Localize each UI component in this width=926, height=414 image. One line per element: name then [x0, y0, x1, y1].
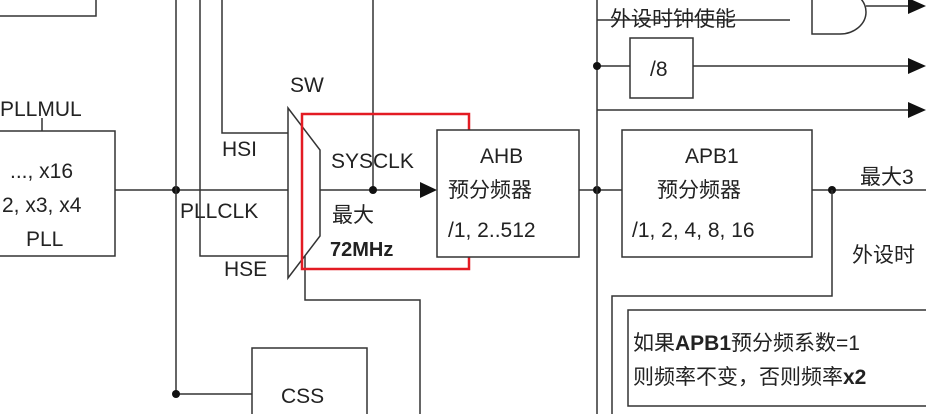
ahb-prescaler-box	[436, 129, 580, 258]
sysclk-max-label: 最大	[332, 204, 374, 227]
apb1-label: APB1	[685, 145, 739, 168]
css-junction	[172, 390, 180, 398]
ahb-divider-range: /1, 2..512	[448, 219, 536, 242]
peripheral-clock-enable-label: 外设时钟使能	[610, 8, 736, 31]
note-line-1-post: 预分频系数=1	[731, 332, 860, 355]
pllclk-label: PLLCLK	[180, 200, 258, 223]
apb1-timer-wire	[611, 190, 833, 414]
apb1-max-label: 最大3	[860, 166, 914, 189]
note-line-1: 如果APB1预分频系数=1	[633, 332, 860, 355]
apb1-prescaler-label: 预分频器	[657, 179, 741, 202]
div8-label: /8	[650, 58, 668, 81]
top-left-box-edge	[0, 0, 97, 17]
hsi-label: HSI	[222, 138, 257, 161]
sw-label: SW	[290, 74, 324, 97]
note-line-2: 则频率不变，否则频率x2	[633, 366, 866, 389]
sysclk-junction	[369, 186, 377, 194]
pllmul-label: PLLMUL	[0, 98, 82, 121]
div8-junction	[593, 62, 601, 70]
note-line-1-bold: APB1	[675, 332, 731, 355]
peripheral-time-label: 外设时	[852, 244, 915, 267]
sysclk-arrow	[420, 182, 437, 198]
pll-multiplier-values: 2, x3, x4	[2, 194, 82, 217]
apb1-divider-range: /1, 2, 4, 8, 16	[632, 219, 755, 242]
ahb-prescaler-label: 预分频器	[448, 179, 532, 202]
and-gate	[811, 0, 867, 35]
and-gate-output-arrow	[908, 0, 926, 14]
note-line-2-bold: x2	[843, 366, 866, 389]
pll-box	[0, 130, 116, 257]
mux-to-css-wire	[304, 256, 421, 414]
pll-label: PLL	[26, 228, 63, 251]
div8-output-arrow	[908, 58, 926, 74]
css-label: CSS	[281, 385, 324, 408]
pll-multiplier-range: ..., x16	[10, 160, 73, 183]
apb1-prescaler-box	[621, 129, 813, 258]
ahb-label: AHB	[480, 145, 523, 168]
hse-label: HSE	[224, 258, 267, 281]
sysclk-max-value: 72MHz	[330, 239, 393, 261]
system-clock-mux	[287, 105, 321, 281]
hsi-wire	[221, 0, 288, 134]
hclk-arrow	[908, 102, 926, 118]
div8-box	[629, 37, 694, 99]
sysclk-label: SYSCLK	[331, 150, 414, 173]
apb1-note-box	[627, 309, 926, 407]
css-box	[251, 347, 368, 414]
note-line-1-pre: 如果	[633, 332, 675, 355]
note-line-2-pre: 则频率不变，否则频率	[633, 366, 843, 389]
hse-wire	[199, 0, 288, 257]
